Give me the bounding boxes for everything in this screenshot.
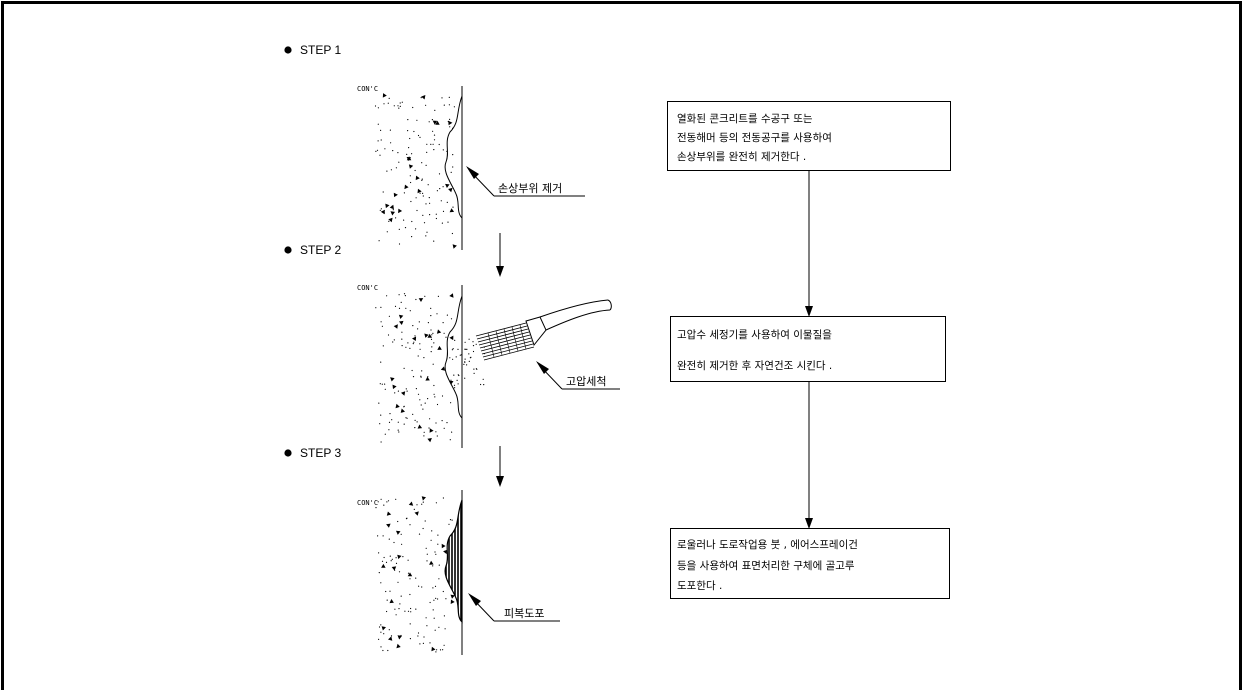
spray-cross-hatch [487,324,527,358]
step-2-concrete-label: CON'C [357,284,378,292]
step-2-bullet-icon [284,246,292,254]
step-1-aggregate-texture [374,93,457,249]
step-1-concrete-section: CON'C [357,85,463,250]
step-2-label: STEP 2 [300,243,341,257]
step-3-coating-hatch [445,500,462,622]
step-3-concrete-label: CON'C [357,499,378,507]
hose-end-cap [607,299,612,311]
box-1-to-2-arrowhead-icon [805,306,813,317]
step-3-description-line-1: 로울러나 도로작업용 붓 , 에어스프레이건 [677,538,858,551]
step-1-header: STEP 1 [284,43,341,57]
spray-hose [539,299,611,331]
step-3-bullet-icon [284,449,292,457]
step-1-to-2-arrow [496,233,504,277]
nozzle-head [525,316,547,347]
step-2-callout: 고압세척 [536,361,620,390]
step-3-aggregate-texture [375,496,455,653]
step-3-concrete-section: CON'C [357,490,463,655]
step-2-box-border [670,316,946,382]
step-2-header: STEP 2 [284,243,341,257]
step-3-callout: 피복도포 [468,593,560,622]
step-3-description-box: 로울러나 도로작업용 붓 , 에어스프레이건 등을 사용하여 표면처리한 구체에… [670,528,950,599]
step-3-description-line-2: 등을 사용하여 표면처리한 구체에 골고루 [677,559,855,572]
pressure-washer-nozzle [475,299,612,361]
step-2-leader-arrowhead-icon [536,361,549,374]
box-2-to-3-arrowhead-icon [805,518,813,529]
step-1-bullet-icon [284,46,292,54]
step-2-spray-mist [449,338,485,386]
step-2-description-line-2: 완전히 제거한 후 자연건조 시킨다 . [677,359,832,372]
step-2-description-box: 고압수 세정기를 사용하여 이물질을 완전히 제거한 후 자연건조 시킨다 . [670,316,946,382]
step-3-header: STEP 3 [284,446,341,460]
step-2-concrete-section: CON'C [357,284,485,448]
step-1-callout: 손상부위 제거 [466,166,585,197]
step-1-label: STEP 1 [300,43,341,57]
step-1-description-box: 열화된 콘크리트를 수공구 또는 전동해머 등의 전동공구를 사용하여 손상부위… [667,101,951,171]
step-1-callout-label: 손상부위 제거 [498,182,562,195]
step-1-description-line-2: 전동해머 등의 전동공구를 사용하여 [677,131,832,144]
step-3-coating-layer [444,499,463,624]
step-2-to-3-arrowhead-icon [496,476,504,487]
box-1-to-2-connector [805,171,813,317]
step-1-concrete-label: CON'C [357,85,378,93]
step-1-box-border [667,101,951,171]
step-2-aggregate-texture [375,293,456,443]
step-2-description-line-1: 고압수 세정기를 사용하여 이물질을 [677,328,832,341]
step-3-callout-label: 피복도포 [504,607,544,620]
step-3-box-border [670,528,950,599]
step-3-description-line-3: 도포한다 . [677,580,722,592]
step-1-leader-arrowhead-icon [466,166,479,179]
step-1-description-line-3: 손상부위를 완전히 제거한다 . [677,150,806,163]
step-2-cleaned-surface [444,295,463,419]
step-1-description-line-1: 열화된 콘크리트를 수공구 또는 [677,113,813,125]
step-2-to-3-arrow [496,446,504,487]
step-1-to-2-arrowhead-icon [496,266,504,277]
step-2-callout-label: 고압세척 [566,375,606,388]
step-3-label: STEP 3 [300,446,341,460]
step-3-leader-arrowhead-icon [468,593,481,606]
step-1-damaged-surface [444,95,463,219]
spray-jet-lines [475,322,535,361]
box-2-to-3-connector [805,382,813,529]
